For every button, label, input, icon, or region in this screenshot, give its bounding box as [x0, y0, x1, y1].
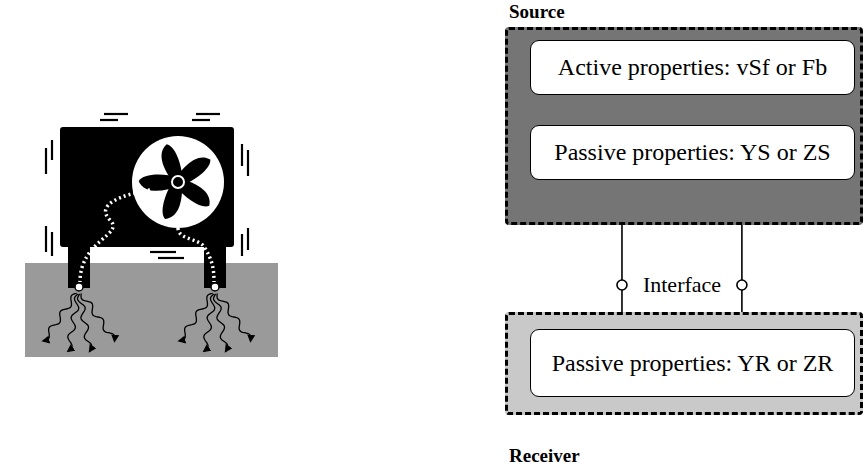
contact-point	[211, 283, 219, 291]
fan-hub	[172, 176, 184, 188]
fan-disc	[132, 136, 224, 228]
fan-blades	[137, 144, 215, 222]
vibration-marks	[46, 114, 248, 258]
wave-arrow	[217, 293, 251, 341]
leg	[204, 240, 226, 288]
wave-arrow	[81, 293, 115, 341]
wave-arrow	[68, 294, 79, 351]
box-text: Passive properties: YR or ZR	[552, 350, 834, 377]
wave-arrows	[43, 293, 251, 351]
leg	[68, 240, 90, 288]
fan-unit-illustration	[0, 0, 300, 469]
receiver-group: ReceiverPassive properties: YR or ZR	[505, 312, 863, 415]
group-heading: Receiver	[509, 445, 580, 467]
ground	[25, 263, 278, 357]
unit-housing	[60, 127, 234, 247]
interface-terminal	[737, 280, 747, 290]
box-text: Passive properties: YS or ZS	[554, 139, 830, 166]
group-heading: Source	[509, 1, 565, 23]
source-group: SourceActive properties: vSf or FbPassiv…	[505, 27, 863, 225]
transmission-paths	[80, 190, 214, 282]
property-box: Passive properties: YS or ZS	[530, 125, 855, 180]
interface-terminal	[617, 280, 627, 290]
wave-arrow	[204, 294, 215, 351]
interface-label: Interface	[640, 272, 724, 298]
property-box: Active properties: vSf or Fb	[530, 40, 855, 95]
contact-point	[75, 283, 83, 291]
box-text: Active properties: vSf or Fb	[558, 54, 827, 81]
property-box: Passive properties: YR or ZR	[530, 329, 855, 397]
